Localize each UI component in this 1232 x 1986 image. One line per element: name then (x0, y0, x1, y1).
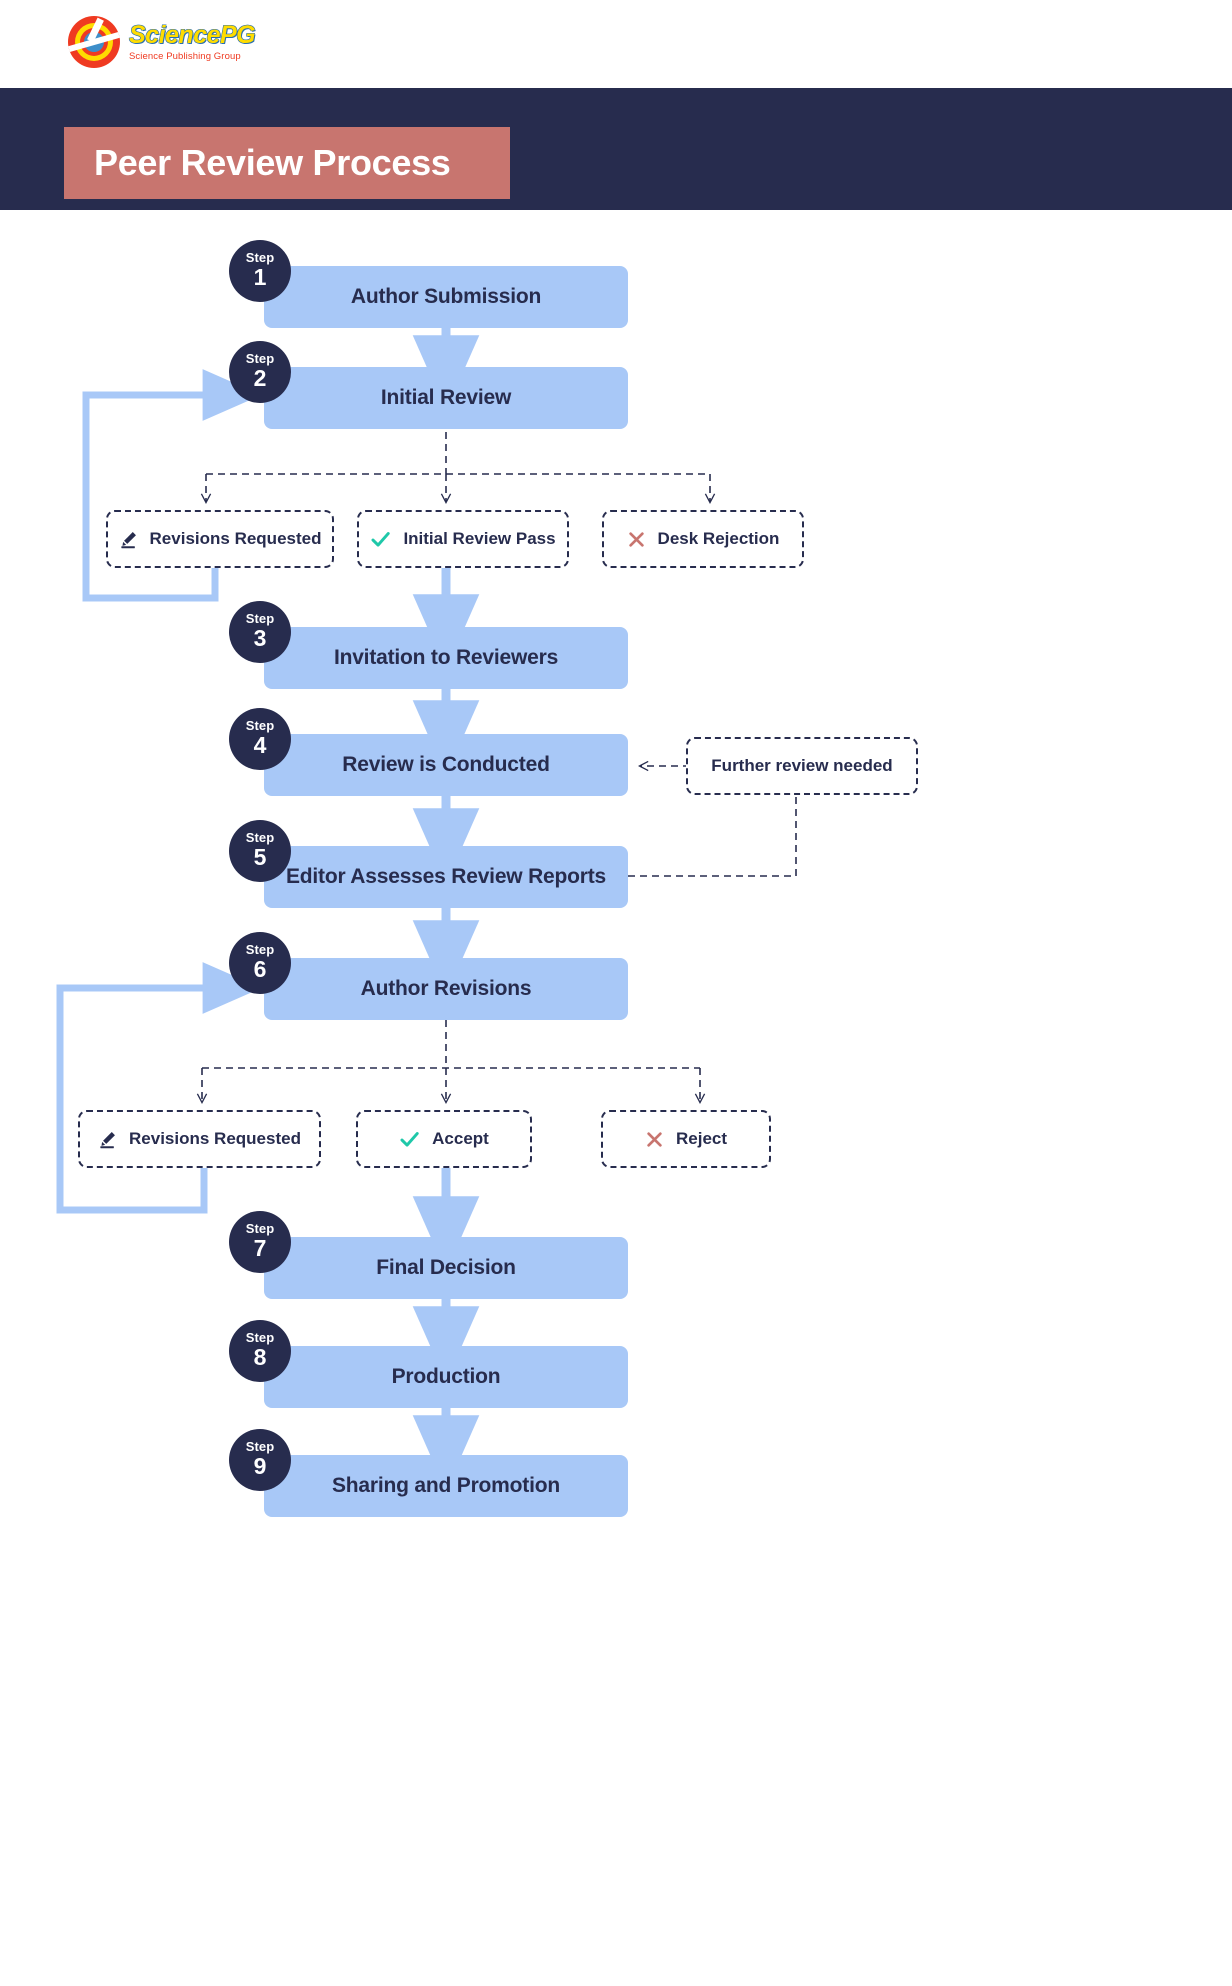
step-badge-8-number: 8 (253, 1344, 267, 1371)
step-node-1[interactable]: Author Submission (264, 266, 628, 328)
outcome-accept-label: Accept (432, 1129, 489, 1148)
step-badge-6-number: 6 (253, 956, 267, 983)
step-node-2[interactable]: Initial Review (264, 367, 628, 429)
outcome-reject[interactable]: Reject (601, 1110, 771, 1168)
page-title-chip: Peer Review Process (64, 127, 510, 199)
step-badge-9-number: 9 (253, 1453, 267, 1480)
step-node-3[interactable]: Invitation to Reviewers (264, 627, 628, 689)
step-badge-4-number: 4 (253, 732, 267, 759)
step-node-3-label: Invitation to Reviewers (333, 646, 559, 669)
outcome-accept[interactable]: Accept (356, 1110, 532, 1168)
step-badge-1-number: 1 (253, 264, 267, 291)
outcome-desk-rejection[interactable]: Desk Rejection (602, 510, 804, 568)
brand-logo[interactable]: SciencePG Science Publishing Group (68, 16, 256, 68)
outcome-revisions-requested-2[interactable]: Revisions Requested (78, 1110, 321, 1168)
step-badge-5: Step 5 (229, 820, 291, 882)
outcome-initial-review-pass-label: Initial Review Pass (403, 529, 556, 548)
check-icon (370, 529, 391, 550)
step-badge-7-number: 7 (253, 1235, 267, 1262)
step-badge-2: Step 2 (229, 341, 291, 403)
step-badge-5-word: Step (245, 830, 275, 846)
step-badge-9-word: Step (245, 1439, 275, 1455)
step-node-9[interactable]: Sharing and Promotion (264, 1455, 628, 1517)
step-badge-8: Step 8 (229, 1320, 291, 1382)
step-node-6-label: Author Revisions (360, 977, 532, 1000)
page-title: Peer Review Process (94, 142, 451, 183)
step-node-2-label: Initial Review (380, 386, 512, 409)
step-node-4[interactable]: Review is Conducted (264, 734, 628, 796)
step-node-5-label: Editor Assesses Review Reports (285, 865, 607, 888)
step-badge-6-word: Step (245, 942, 275, 958)
step-badge-3: Step 3 (229, 601, 291, 663)
outcome-desk-rejection-label: Desk Rejection (657, 529, 780, 548)
step-badge-1: Step 1 (229, 240, 291, 302)
step-node-8[interactable]: Production (264, 1346, 628, 1408)
cross-icon (627, 530, 646, 549)
outcome-revisions-requested-1-label: Revisions Requested (149, 529, 322, 548)
check-icon (399, 1129, 420, 1150)
logo-bar: SciencePG Science Publishing Group (0, 0, 1232, 88)
step-badge-1-word: Step (245, 250, 275, 266)
step-node-4-label: Review is Conducted (342, 753, 550, 776)
step-badge-3-word: Step (245, 611, 275, 627)
step-badge-9: Step 9 (229, 1429, 291, 1491)
outcome-revisions-requested-2-label: Revisions Requested (129, 1129, 301, 1148)
step-badge-3-number: 3 (253, 625, 267, 652)
note-further-review-needed-label: Further review needed (711, 756, 893, 775)
step-badge-4-word: Step (245, 718, 275, 734)
step-node-5[interactable]: Editor Assesses Review Reports (264, 846, 628, 908)
pencil-icon (119, 530, 138, 549)
step-badge-6: Step 6 (229, 932, 291, 994)
step-node-1-label: Author Submission (350, 285, 542, 308)
step-badge-7: Step 7 (229, 1211, 291, 1273)
step-badge-2-word: Step (245, 351, 275, 367)
step-node-6[interactable]: Author Revisions (264, 958, 628, 1020)
brand-tagline: Science Publishing Group (129, 50, 241, 62)
step-node-7-label: Final Decision (376, 1256, 516, 1279)
step-node-8-label: Production (391, 1365, 501, 1388)
note-further-review-needed[interactable]: Further review needed (686, 737, 918, 795)
step-badge-4: Step 4 (229, 708, 291, 770)
pencil-icon (98, 1130, 117, 1149)
connector-layer (56, 328, 797, 1491)
step-node-7[interactable]: Final Decision (264, 1237, 628, 1299)
step-badge-5-number: 5 (253, 844, 267, 871)
sciencepg-circle-logo-icon (68, 16, 120, 68)
outcome-reject-label: Reject (675, 1129, 728, 1148)
cross-icon (645, 1130, 664, 1149)
outcome-revisions-requested-1[interactable]: Revisions Requested (106, 510, 334, 568)
step-badge-8-word: Step (245, 1330, 275, 1346)
brand-name: SciencePG (129, 20, 256, 49)
step-badge-2-number: 2 (253, 365, 267, 392)
step-node-9-label: Sharing and Promotion (332, 1474, 560, 1497)
step-badge-7-word: Step (245, 1221, 275, 1237)
flow-canvas: Author Submission Step 1 Initial Review … (0, 210, 1232, 1986)
outcome-initial-review-pass[interactable]: Initial Review Pass (357, 510, 569, 568)
